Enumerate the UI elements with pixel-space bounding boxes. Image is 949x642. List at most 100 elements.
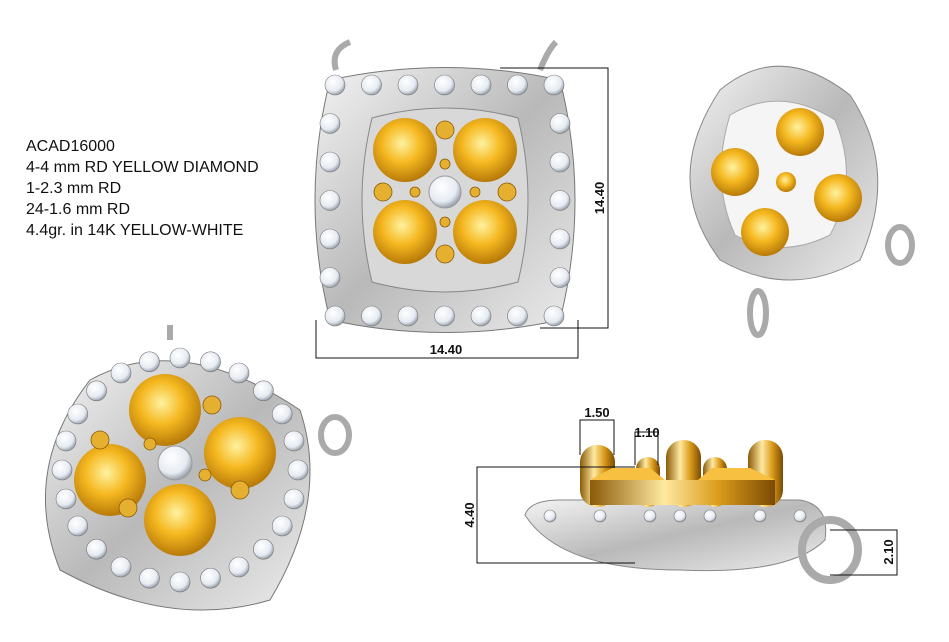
pave-diamond [271, 515, 293, 537]
pave-diamond [397, 305, 419, 327]
pave-diamond [283, 430, 305, 452]
pave-diamond [139, 351, 160, 373]
bail-height-label: 2.10 [881, 539, 896, 564]
pave-diamond [543, 509, 557, 523]
pave-diamond [51, 459, 73, 481]
pave-diamond [55, 488, 77, 510]
spec-center-stones: 4-4 mm RD YELLOW DIAMOND [26, 159, 259, 176]
center-stone-back [776, 172, 796, 192]
pave-diamond [228, 556, 250, 578]
yellow-stone [453, 200, 517, 264]
pave-diamond [319, 113, 341, 134]
pave-diamond [543, 305, 565, 327]
pave-diamond [361, 305, 382, 327]
prongs [373, 120, 517, 264]
dimension-lines-side [476, 419, 898, 576]
pave-diamond [86, 380, 107, 402]
yellow-stone [373, 200, 437, 264]
front-view: 14.40 14.40 [314, 39, 609, 359]
pave-diamond [434, 305, 455, 327]
pave-diamond [139, 567, 160, 589]
pave-diamond [593, 509, 607, 523]
pave-diamond [324, 305, 346, 327]
pave-diamond [110, 556, 132, 578]
prong-large-label: 1.50 [584, 405, 609, 420]
yellow-stone [453, 118, 517, 182]
back-view [689, 65, 915, 338]
pave-diamond [549, 190, 571, 211]
model-number: ACAD16000 [26, 138, 115, 155]
halo-diamonds-side [543, 509, 807, 523]
dimension-height-label: 14.40 [592, 182, 607, 215]
pave-diamond [200, 567, 221, 589]
pave-diamond [67, 515, 89, 537]
pave-diamond [703, 509, 717, 523]
pave-diamond [753, 509, 767, 523]
center-diamond [157, 445, 193, 481]
spec-center-diamond: 1-2.3 mm RD [26, 180, 122, 197]
pave-diamond [507, 74, 528, 96]
center-diamond [428, 175, 462, 209]
pave-diamond [110, 362, 132, 384]
pave-diamond [283, 488, 305, 510]
pave-diamond [673, 509, 687, 523]
bail-loop-right [537, 39, 559, 72]
pave-diamond [793, 509, 807, 523]
pave-diamond [253, 380, 274, 402]
bail-loop-left [331, 39, 352, 71]
pave-diamond [549, 113, 571, 134]
pave-diamond [319, 267, 341, 288]
yellow-stone-side [590, 468, 775, 480]
yellow-stone [129, 374, 201, 446]
pave-diamond [287, 459, 309, 481]
side-frame [524, 499, 827, 572]
yellow-stone [373, 118, 437, 182]
dimension-width-label: 14.40 [430, 342, 463, 357]
pave-diamond [319, 228, 341, 250]
perspective-view [45, 325, 352, 611]
spec-metal-weight: 4.4gr. in 14K YELLOW-WHITE [26, 222, 244, 239]
pave-diamond [67, 403, 89, 425]
pave-diamond [169, 571, 191, 593]
pave-diamond [543, 74, 565, 96]
bail-loop [798, 516, 862, 584]
stone-back [814, 174, 862, 222]
pave-diamond [228, 362, 250, 384]
halo-diamonds [51, 347, 309, 593]
gold-basket [590, 480, 775, 505]
pave-diamond [319, 190, 341, 211]
pave-diamond [549, 267, 571, 288]
yellow-stone [204, 417, 276, 489]
pave-diamond [470, 74, 492, 96]
pave-diamond [86, 538, 107, 560]
pave-diamond [324, 74, 346, 96]
total-height-label: 4.40 [462, 502, 477, 527]
bail-loop [885, 224, 915, 266]
stone-back [711, 148, 759, 196]
pave-diamond [643, 509, 657, 523]
stone-back [776, 108, 824, 156]
pave-diamond [253, 538, 274, 560]
stone-back [741, 208, 789, 256]
halo-diamonds [319, 74, 571, 327]
dimension-lines-front [315, 67, 609, 359]
bail-loop [318, 414, 352, 456]
prongs [90, 395, 250, 518]
pave-diamond [200, 351, 221, 373]
pave-diamond [507, 305, 528, 327]
specifications-text: ACAD16000 4-4 mm RD YELLOW DIAMOND 1-2.3… [26, 136, 259, 241]
yellow-stone [144, 484, 216, 556]
pave-diamond [361, 74, 382, 96]
pave-diamond [319, 151, 341, 173]
pave-diamond [434, 74, 455, 96]
pave-diamond [169, 347, 191, 369]
spec-halo-diamonds: 24-1.6 mm RD [26, 201, 131, 218]
pave-diamond [55, 430, 77, 452]
pave-diamond [271, 403, 293, 425]
bail-loop [747, 288, 769, 338]
side-view: 1.50 1.10 4.40 2.10 [462, 405, 898, 584]
pave-diamond [549, 228, 571, 250]
yellow-stone [74, 444, 146, 516]
pave-diamond [549, 151, 571, 173]
